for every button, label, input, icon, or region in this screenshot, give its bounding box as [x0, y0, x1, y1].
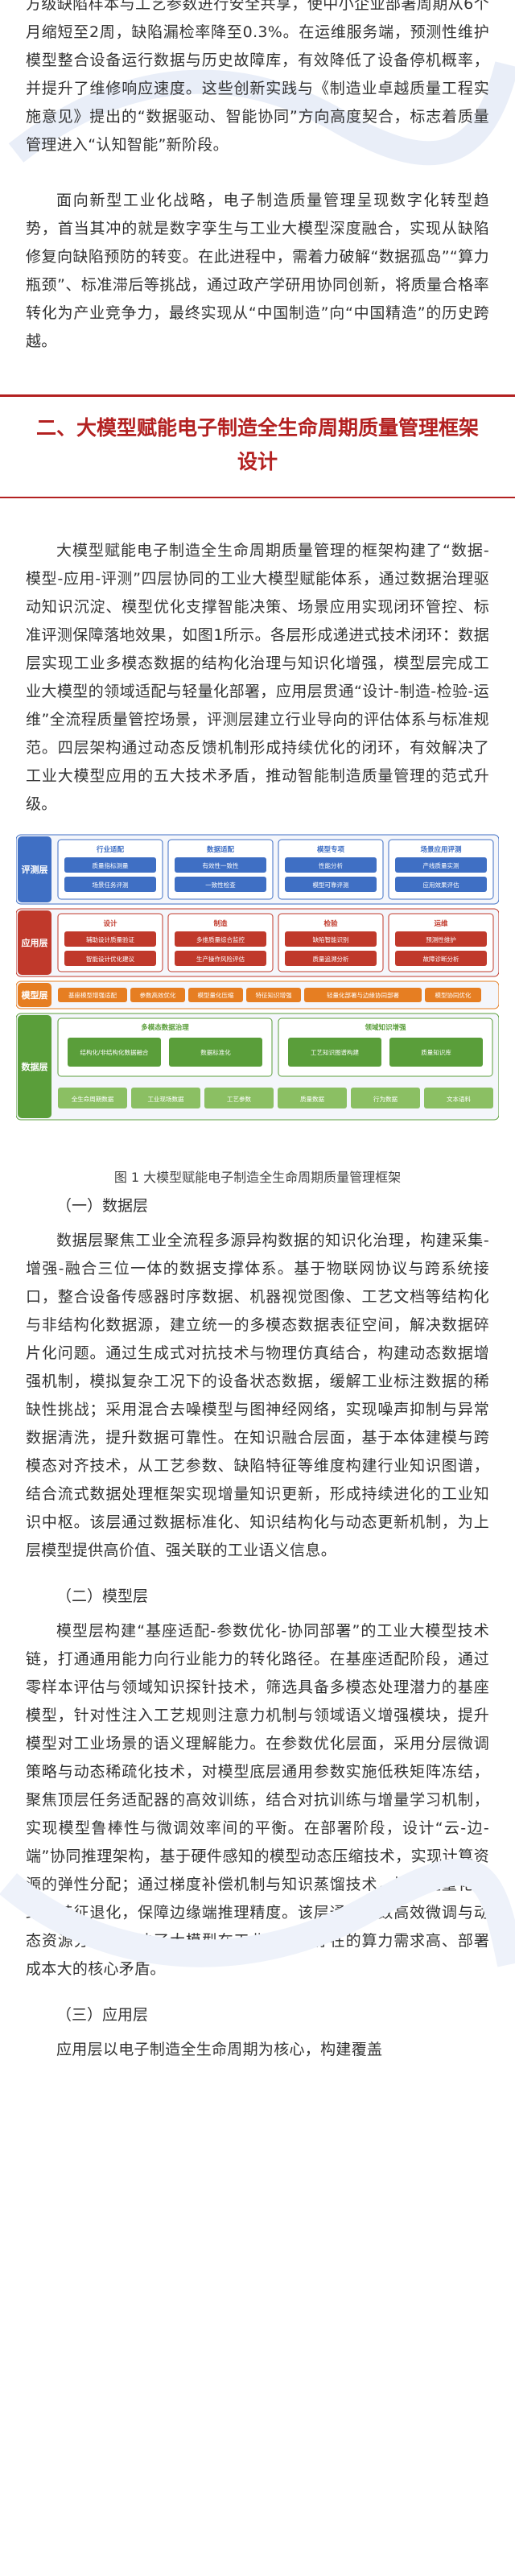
layer-label-box	[18, 836, 52, 902]
data-source-label: 文本语料	[447, 1095, 471, 1103]
data-item-label: 质量知识库	[421, 1048, 451, 1056]
model-item-box	[246, 988, 301, 1002]
layer-item-box	[285, 857, 377, 873]
framework-figure: 评测层 行业适配质量指标测量场景任务评测 数据适配有效性一致性一致性检查 模型专项性能…	[15, 832, 500, 1186]
layer-group-title: 检验	[323, 919, 338, 928]
data-source-box	[131, 1088, 200, 1108]
data-group-title: 多模态数据治理	[141, 1023, 189, 1032]
layer-item-label: 一致性检查	[205, 881, 236, 889]
model-item-label: 特征知识增强	[256, 991, 292, 999]
model-item-box	[58, 988, 127, 1002]
layer-item-label: 场景任务评测	[93, 881, 129, 889]
layer-item-box	[175, 931, 266, 947]
layer-item-label: 模型可靠评测	[313, 881, 349, 889]
layer-item-label: 缺陷智能识别	[313, 935, 349, 943]
layer-group-title: 模型专项	[317, 845, 345, 854]
layer-item-box	[175, 951, 266, 966]
layer-group-title: 设计	[103, 919, 117, 928]
intro-paragraph-continued: 方级缺陷样本与工艺参数进行安全共享，使中小企业部署周期从6个月缩短至2周，缺陷漏…	[26, 0, 489, 154]
section-divider	[0, 497, 515, 498]
model-item-label: 基座模型增强适配	[68, 991, 117, 999]
intro-paragraph: 面向新型工业化战略，电子制造质量管理呈现数字化转型趋势，首当其冲的就是数字孪生与…	[26, 192, 489, 350]
layer-item-label: 有效性一致性	[203, 861, 239, 869]
layer-item-box	[395, 857, 487, 873]
data-group-title: 领域知识增强	[364, 1023, 406, 1032]
figure-caption: 图 1 大模型赋能电子制造全生命周期质量管理框架	[113, 1170, 402, 1185]
layer-item-label: 故障诊断分析	[423, 955, 459, 963]
data-source-label: 质量数据	[300, 1095, 324, 1103]
layer-group-title: 行业适配	[96, 845, 125, 854]
section-paragraph: 大模型赋能电子制造全生命周期质量管理的框架构建了“数据-模型-应用-评测”四层协…	[26, 542, 489, 813]
layer-item-box	[64, 877, 156, 892]
subsection-heading: （二）模型层	[56, 1587, 149, 1605]
layer-label: 评测层	[22, 864, 48, 875]
layer-item-label: 智能设计优化建议	[86, 955, 134, 963]
layer-label-box	[18, 1015, 52, 1118]
subsection-heading: （一）数据层	[56, 1197, 149, 1215]
layer-item-label: 质量追溯分析	[313, 955, 349, 963]
model-item-label: 模型量化压缩	[198, 991, 234, 999]
data-source-box	[351, 1088, 420, 1108]
layer-item-box	[64, 931, 156, 947]
layer-item-label: 辅助设计质量验证	[86, 935, 134, 943]
layer-label: 数据层	[22, 1061, 48, 1072]
layer-item-box	[395, 951, 487, 966]
layer-item-label: 生产操作风险评估	[196, 955, 245, 963]
layer-item-box	[395, 931, 487, 947]
data-item-box	[68, 1038, 161, 1067]
layer-item-box	[175, 857, 266, 873]
layer-item-label: 性能分析	[319, 861, 343, 869]
layer-group-title: 场景应用评测	[420, 845, 462, 854]
layer-item-box	[64, 857, 156, 873]
model-item-box	[130, 988, 185, 1002]
data-item-box	[288, 1038, 381, 1067]
layer-group-title: 制造	[213, 919, 228, 928]
layer-item-box	[64, 951, 156, 966]
layer-label-box	[18, 983, 52, 1007]
layer-group-title: 运维	[434, 919, 448, 928]
data-item-label: 工艺知识图谱构建	[311, 1048, 359, 1056]
layer-item-label: 应用效果评估	[423, 881, 459, 889]
data-source-box	[204, 1088, 274, 1108]
subsection-paragraph: 数据层聚焦工业全流程多源异构数据的知识化治理，构建采集-增强-融合三位一体的数据…	[26, 1232, 489, 1559]
section-title: 二、大模型赋能电子制造全生命周期质量管理框架设计	[35, 416, 479, 473]
model-item-box	[304, 988, 422, 1002]
data-source-box	[58, 1088, 127, 1108]
model-item-label: 模型协同优化	[435, 991, 472, 999]
layer-item-label: 质量指标测量	[93, 861, 129, 869]
layer-item-label: 多维质量综合监控	[196, 935, 245, 943]
subsection-heading: （三）应用层	[56, 2006, 149, 2024]
model-item-label: 轻量化部署与边缘协同部署	[327, 991, 399, 999]
subsection-paragraph: 模型层构建“基座适配-参数优化-协同部署”的工业大模型技术链，打通通用能力向行业…	[26, 1622, 489, 1978]
data-item-box	[389, 1038, 483, 1067]
layer-label: 模型层	[22, 989, 48, 1001]
subsection-paragraph: 应用层以电子制造全生命周期为核心，构建覆盖	[56, 2041, 383, 2058]
section-divider	[0, 394, 515, 397]
data-source-label: 工艺参数	[227, 1095, 251, 1103]
data-item-label: 数据标准化	[200, 1048, 231, 1056]
layer-item-box	[285, 931, 377, 947]
layer-label: 应用层	[22, 937, 48, 948]
model-item-label: 参数高效优化	[140, 991, 176, 999]
data-source-label: 行为数据	[373, 1095, 398, 1103]
model-item-box	[188, 988, 243, 1002]
data-source-box	[278, 1088, 347, 1108]
layer-item-label: 产线质量实测	[423, 861, 459, 869]
layer-item-box	[395, 877, 487, 892]
layer-label-box	[18, 910, 52, 975]
layer-item-box	[175, 877, 266, 892]
data-item-label: 结构化/非结构化数据融合	[80, 1048, 149, 1056]
data-source-box	[424, 1088, 493, 1108]
layer-group-title: 数据适配	[207, 845, 235, 854]
data-item-box	[169, 1038, 262, 1067]
model-item-box	[425, 988, 481, 1002]
data-source-label: 工业现场数据	[148, 1095, 184, 1103]
layer-item-box	[285, 951, 377, 966]
layer-item-box	[285, 877, 377, 892]
layer-item-label: 预测性维护	[426, 935, 456, 943]
data-source-label: 全生命周期数据	[72, 1095, 114, 1103]
